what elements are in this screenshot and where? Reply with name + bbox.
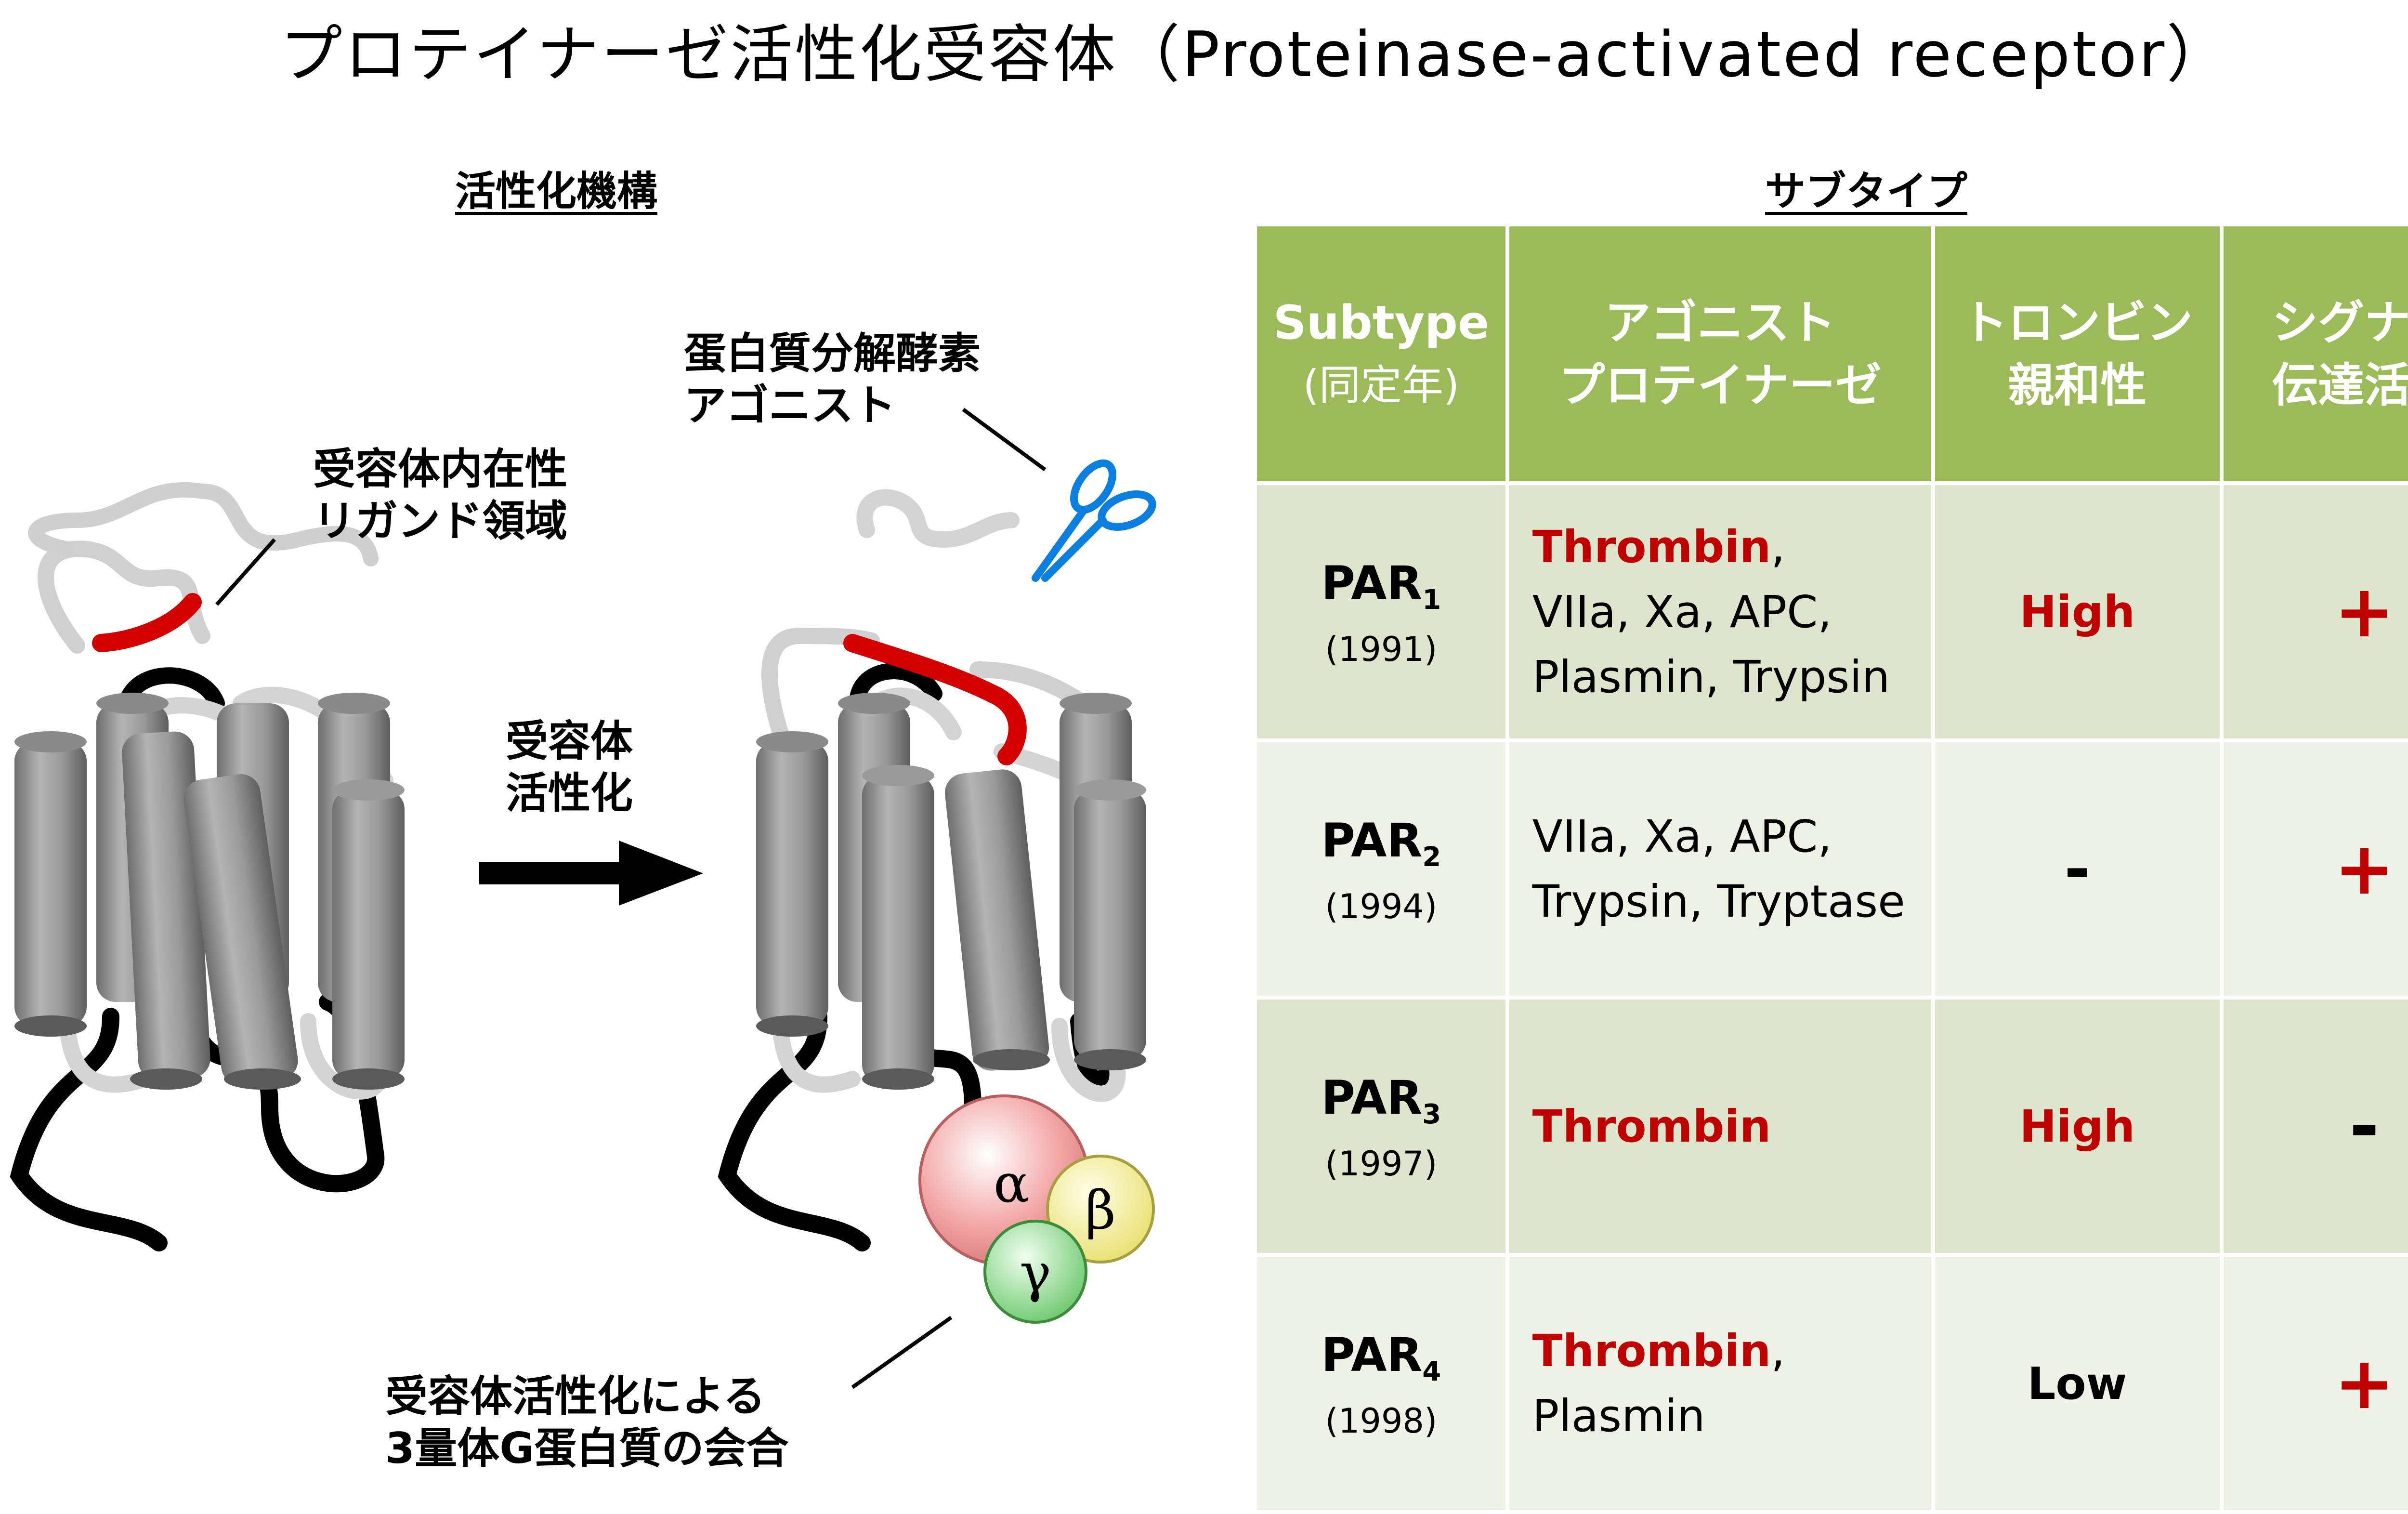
activation-diagram: α β γ [10, 408, 1156, 1389]
affinity-cell: - [1933, 740, 2224, 1000]
table-row: PAR2(1994) VIIa, Xa, APC,Trypsin, Trypta… [1257, 740, 2408, 1000]
header-thrombin-affinity: トロンビン親和性 [1933, 226, 2224, 485]
g-beta-subunit [1046, 1155, 1155, 1264]
table-row: PAR3(1997) Thrombin High - [1257, 998, 2408, 1257]
table-row: PAR4(1998) Thrombin,Plasmin Low + [1257, 1255, 2408, 1514]
cleaved-fragment [856, 489, 1020, 548]
table-row: PAR1(1991) Thrombin,VIIa, Xa, APC,Plasmi… [1257, 483, 2408, 742]
affinity-cell: High [1933, 483, 2224, 742]
header-subtype: Subtype(同定年) [1257, 226, 1509, 485]
agonist-cell: Thrombin [1507, 998, 1935, 1257]
beta-symbol: β [1085, 1179, 1116, 1241]
agonist-cell: Thrombin,Plasmin [1507, 1255, 1935, 1514]
affinity-cell: High [1933, 998, 2224, 1257]
mechanism-heading: 活性化機構 [455, 168, 658, 215]
signal-cell: + [2221, 740, 2408, 1000]
header-signal-activity: シグナル伝達活性 [2221, 226, 2408, 485]
g-gamma-subunit [983, 1220, 1087, 1324]
ligand-region-label: 受容体内在性リガンド領域 [313, 444, 568, 546]
subtype-heading: サブタイプ [1765, 168, 1968, 215]
ligand-leader-line [215, 538, 276, 606]
g-protein-trimer: α β γ [918, 1094, 1155, 1324]
signal-cell: + [2221, 1255, 2408, 1514]
alpha-symbol: α [994, 1153, 1029, 1214]
protease-leader-line [962, 408, 1047, 472]
signal-cell: + [2221, 483, 2408, 742]
signal-cell: - [2221, 998, 2408, 1257]
gamma-symbol: γ [1020, 1242, 1051, 1303]
affinity-cell: Low [1933, 1255, 2224, 1514]
receptor-active [718, 627, 1146, 1251]
activation-arrow [479, 841, 703, 906]
subtype-cell: PAR4(1998) [1257, 1255, 1509, 1514]
scissors-icon [1032, 459, 1156, 582]
agonist-cell: Thrombin,VIIa, Xa, APC,Plasmin, Trypsin [1507, 483, 1935, 742]
subtype-cell: PAR2(1994) [1257, 740, 1509, 1000]
receptor-inactive [10, 482, 405, 1251]
subtype-cell: PAR1(1991) [1257, 483, 1509, 742]
agonist-cell: VIIa, Xa, APC,Trypsin, Tryptase [1507, 740, 1935, 1000]
page-title: プロテイナーゼ活性化受容体（Proteinase-activated recep… [279, 18, 2231, 91]
protease-agonist-label: 蛋白質分解酵素アゴニスト [684, 329, 981, 430]
activation-label: 受容体活性化 [506, 716, 633, 818]
header-agonist: アゴニストプロテイナーゼ [1507, 226, 1935, 485]
subtype-cell: PAR3(1997) [1257, 998, 1509, 1257]
gprotein-leader-line [851, 1316, 953, 1389]
